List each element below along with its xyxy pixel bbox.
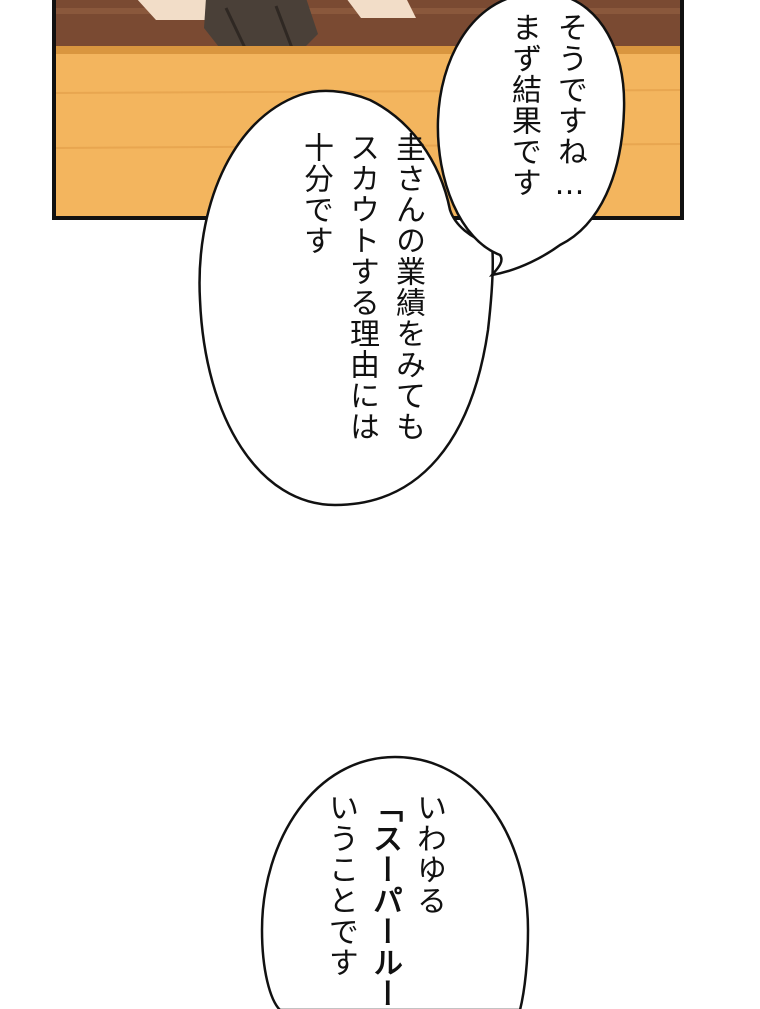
bubble-1-text: そうですね… まず結果です bbox=[500, 12, 592, 203]
bubble-2-line-2: スカウトする理由には bbox=[344, 132, 379, 442]
bubble-2-line-1: 圭さんの業績をみても bbox=[390, 132, 425, 442]
light-patch bbox=[347, 0, 416, 18]
light-patch bbox=[137, 0, 226, 20]
bubble-1-line-2: まず結果です bbox=[506, 12, 541, 198]
bubble-3-line-2: 「スーパールー bbox=[367, 792, 402, 1009]
desk-edge bbox=[56, 46, 680, 54]
bubble-1-line-1: そうですね… bbox=[552, 12, 587, 203]
bubble-3-text: いわゆる 「スーパールー いうことです bbox=[318, 792, 450, 1009]
figure-fold bbox=[224, 5, 294, 51]
speech-bubble-3 bbox=[260, 755, 530, 1009]
speech-bubble-2 bbox=[198, 89, 495, 507]
bubble-3-line-1: いわゆる bbox=[411, 792, 446, 916]
bubble-2-line-3: 十分です bbox=[298, 132, 333, 256]
bubble-3-line-3: いうことです bbox=[323, 792, 358, 978]
speech-bubble-1 bbox=[436, 0, 626, 277]
bubble-2-text: 圭さんの業績をみても スカウトする理由には 十分です bbox=[292, 132, 430, 442]
